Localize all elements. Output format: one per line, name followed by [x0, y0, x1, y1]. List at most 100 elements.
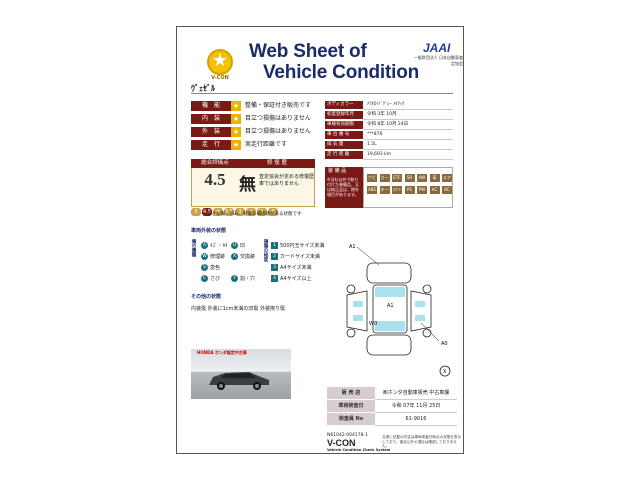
vehicle-condition-sheet: ★ V-CON Web Sheet of Vehicle Condition J… — [176, 26, 464, 454]
grade-text: 目立つ損傷はありません — [245, 115, 311, 122]
info-value: 令和 3年 10月 — [363, 111, 453, 120]
type-code: U — [231, 242, 238, 249]
grade-text: 実走行距離です — [245, 141, 288, 148]
dealer-row: 販 売 店㈱ホンダ自動車販売 中古車課 — [327, 387, 457, 400]
dealer-value: ㈱ホンダ自動車販売 中古車課 — [375, 387, 457, 400]
logo-label: V-CON — [211, 75, 229, 81]
other-status-text: 内装傷 外装に1cm未満の凹傷 外装擦り傷 — [191, 306, 285, 312]
disclaimer: 当書に記載の内容は車両検査日時点の状態を表示しており、査定以外の項目は確認してお… — [382, 435, 462, 448]
equipment-item: 革 — [429, 174, 440, 182]
equipment-item: AC — [429, 186, 440, 194]
equipment-item: ナビ — [367, 174, 377, 182]
dealer-value: 令和 07年 11月 25日 — [375, 400, 457, 413]
star-icon: ★ — [231, 127, 241, 137]
equipment-item: BC — [442, 186, 452, 194]
equipment-note: ※当社以外で取り付けた装備品、又は純正品は、除外項目があります。 — [325, 176, 363, 208]
type-text: さび — [210, 276, 221, 282]
equipment-item: PW — [417, 186, 427, 194]
star-icon: ★ — [231, 114, 241, 124]
grade-text: 整備・保証付き販売です — [245, 102, 312, 109]
info-label: 車検有効期限 — [325, 121, 363, 129]
type-code: W — [201, 253, 208, 260]
scale-note: 小さな傷・凹み、軽微な補修跡がある状態です — [207, 212, 302, 217]
type-code: Y — [231, 275, 238, 282]
equipment-item: AW — [417, 174, 427, 182]
degree-text: A4サイズ以上 — [280, 276, 312, 282]
star-icon: ★ — [231, 140, 241, 150]
dealer-label: 車両検査日 — [327, 400, 375, 412]
equipment-item: キーレス — [379, 186, 390, 200]
scale-step: 2 — [246, 208, 256, 216]
degree-code: 4 — [271, 275, 278, 282]
type-code: C — [201, 275, 208, 282]
type-text: 修理跡 — [210, 254, 226, 260]
scale-step: 4 — [213, 208, 223, 216]
star-icon: ★ — [211, 50, 229, 71]
star-icon: ★ — [231, 101, 241, 111]
info-label: ボディカラー — [325, 101, 363, 109]
info-value: 令和 8年 10月 24日 — [363, 121, 453, 130]
car-image — [209, 372, 269, 390]
info-label: 初度登録年月 — [325, 111, 363, 119]
dealer-info: 販 売 店㈱ホンダ自動車販売 中古車課 車両検査日令和 07年 11月 25日 … — [327, 387, 457, 435]
grade-text: 目立つ損傷はありません — [245, 128, 311, 135]
type-code: X — [231, 253, 238, 260]
other-status-title: その他の状態 — [191, 294, 222, 300]
vcon-brand-sub: Vehicle Condition Check System — [327, 448, 391, 452]
scale-step: 0 — [268, 208, 278, 216]
degree-code: 3 — [271, 264, 278, 271]
dealer-value: 61-9016 — [375, 413, 457, 426]
org-name: 一般財団法人 日本自動車査定協会 — [413, 55, 463, 66]
legend-title: 車両外装の状態 — [191, 228, 227, 234]
scale-step: 5 — [191, 208, 201, 216]
diagram-label: W0 — [369, 321, 377, 327]
type-text: 割・穴 — [240, 276, 256, 282]
jaai-logo: JAAI — [423, 41, 451, 55]
type-text: 交換跡 — [240, 254, 256, 260]
info-label: 車 台 番 号 — [325, 131, 363, 139]
scale-step: 1 — [257, 208, 267, 216]
diagram-label: X — [443, 369, 447, 375]
legend-type-label: 傷の種類 — [191, 239, 196, 257]
model-name: ｳﾞｪｾﾞﾙ — [191, 84, 215, 93]
dealer-label: 検査員 No — [327, 413, 375, 425]
grade-label: 機 能 — [191, 101, 231, 111]
history-text: 査定協会が定める修復歴車ではありません — [259, 174, 315, 187]
dealer-logo: HONDA ホンダ認定中古車 — [197, 350, 247, 355]
scale-step: 3 — [235, 208, 245, 216]
diagram-label: A1 — [387, 303, 394, 309]
equipment-grid: ナビカーテレビETCSRAW革エアバッグABSキーレスｽﾏｰﾄPSPWACBC — [363, 167, 453, 208]
degree-text: A4サイズ未満 — [280, 265, 312, 271]
degree-code: 1 — [271, 242, 278, 249]
equipment-item: カーテレビ — [379, 174, 390, 196]
grade-row-function: 機 能 ★ 整備・保証付き販売です — [191, 101, 315, 111]
divider — [191, 93, 453, 94]
sheet-id: N61042-004178-1 — [327, 433, 368, 438]
scale-step: 3.5 — [224, 208, 234, 216]
overall-score: 4.5 — [204, 170, 226, 189]
history-mark: 無 — [239, 175, 256, 195]
vcon-logo — [207, 49, 233, 75]
info-value: 1.5L — [363, 141, 453, 150]
dealer-row: 車両検査日令和 07年 11月 25日 — [327, 400, 457, 413]
info-label: 走 行 距 離 — [325, 151, 363, 159]
info-row: ボディカラーﾒﾃｵﾛｲﾄﾞｸﾞﾚｰ ﾒﾀﾘｯｸ — [325, 101, 453, 110]
info-label: 排 気 量 — [325, 141, 363, 149]
equipment-item: ABS — [367, 186, 377, 194]
info-row: 初度登録年月令和 3年 10月 — [325, 111, 453, 120]
type-text: 変色 — [210, 265, 221, 271]
info-row: 車 台 番 号***876 — [325, 131, 453, 140]
degree-text: 500円玉サイズ未満 — [280, 243, 325, 249]
grade-row-exterior: 外 装 ★ 目立つ損傷はありません — [191, 127, 315, 137]
